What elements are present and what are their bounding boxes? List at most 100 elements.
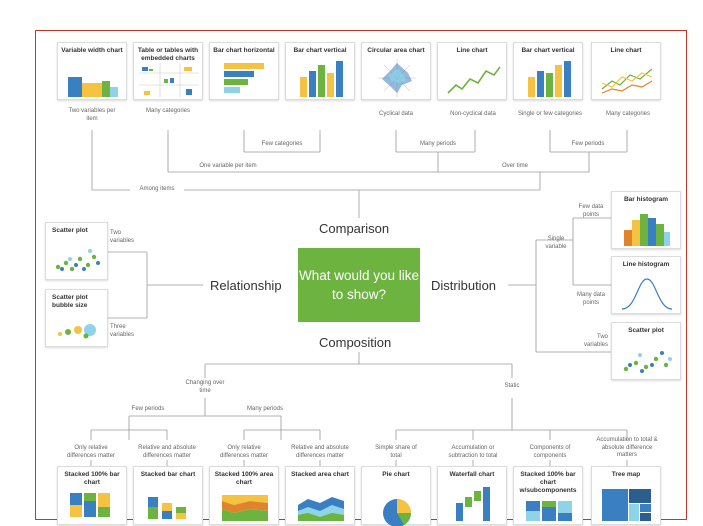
card-stacked-100-area-chart[interactable]: Stacked 100% area chart: [209, 466, 279, 525]
label-simple-share: Simple share of total: [375, 445, 417, 459]
card-title: Pie chart: [382, 471, 410, 478]
label-many-periods-bottom: Many periods: [240, 406, 290, 414]
card-stacked-bar-chart[interactable]: Stacked bar chart: [133, 466, 203, 525]
card-title: Bar chart horizontal: [213, 47, 275, 54]
stacked-bar-icon: [148, 497, 186, 519]
variable-width-chart-icon: [68, 77, 118, 97]
label-many-periods: Many periods: [408, 141, 468, 149]
label-accumulation-to-total: Accumulation to total & absolute differe…: [596, 437, 658, 458]
card-pie-chart[interactable]: Pie chart: [361, 466, 431, 526]
stacked-area-icon: [298, 497, 344, 521]
label-relative-and-absolute: Relative and absolute differences matter: [138, 445, 196, 459]
radar-chart-icon: [378, 59, 416, 97]
card-title: Stacked 100% bar chart w/subcomponents: [519, 471, 577, 494]
card-title: Bar histogram: [623, 196, 669, 203]
bubble-chart-icon: [58, 324, 96, 339]
scatter-plot-icon: [55, 249, 100, 272]
label-few-categories: Few categories: [252, 141, 312, 149]
label-accumulation-subtraction: Accumulation or subtraction to total: [448, 445, 498, 459]
card-bar-chart-vertical[interactable]: Bar chart vertical: [285, 42, 355, 100]
label-few-data-points: Few data points: [578, 204, 604, 218]
label-components-of-components: Components of components: [529, 445, 571, 459]
label-only-relative-differences-2: Only relative differences matter: [220, 445, 268, 459]
waterfall-chart-icon: [456, 487, 490, 521]
vertical-bar-icon: [528, 61, 571, 97]
label-relative-and-absolute-2: Relative and absolute differences matter: [291, 445, 349, 459]
card-circular-area-chart[interactable]: Circular area chart: [361, 42, 431, 100]
card-bar-chart-horizontal[interactable]: Bar chart horizontal: [209, 42, 279, 100]
card-title: Stacked 100% bar chart: [64, 471, 120, 486]
label-over-time: Over time: [490, 163, 540, 171]
card-stacked-100-bar-subcomponents[interactable]: Stacked 100% bar chart w/subcomponents: [513, 466, 583, 525]
card-title: Table or tables with embedded charts: [137, 47, 199, 62]
label-changing-over-time: Changing over time: [185, 380, 225, 395]
card-tree-map[interactable]: Tree map: [591, 466, 661, 525]
card-line-chart-2[interactable]: Line chart: [591, 42, 661, 100]
multi-line-chart-icon: [601, 68, 653, 94]
bar-histogram-icon: [624, 214, 670, 246]
card-bar-histogram[interactable]: Bar histogram: [611, 191, 681, 249]
label-static: Static: [498, 383, 526, 391]
horizontal-bar-icon: [224, 63, 264, 93]
label-single-variable: Single variable: [545, 236, 567, 250]
branch-relationship: Relationship: [210, 278, 282, 293]
label-few-periods-bottom: Few periods: [124, 406, 172, 414]
line-chart-icon: [447, 66, 501, 94]
line-histogram-icon: [621, 278, 673, 310]
tree-map-icon: [602, 489, 651, 521]
card-line-histogram[interactable]: Line histogram: [611, 256, 681, 314]
card-stacked-100-bar-chart[interactable]: Stacked 100% bar chart: [57, 466, 127, 525]
table-chart-icon: [139, 63, 199, 97]
card-scatter-plot[interactable]: Scatter plot: [45, 222, 108, 280]
card-waterfall-chart[interactable]: Waterfall chart: [437, 466, 507, 525]
center-question-text: What would you like to show?: [298, 268, 420, 302]
label-two-variables-right: Two variables: [583, 334, 608, 348]
label-many-categories: Many categories: [145, 108, 191, 114]
card-title: Stacked bar chart: [140, 471, 196, 478]
label-single-or-few-categories: Single or few categories: [517, 111, 583, 117]
card-title: Bar chart vertical: [293, 47, 347, 54]
card-title: Tree map: [611, 471, 641, 478]
vertical-bar-icon: [300, 61, 343, 97]
stacked-100-bar-icon: [70, 493, 110, 517]
card-title: Line histogram: [622, 261, 670, 268]
card-table-embedded-charts[interactable]: Table or tables with embedded charts: [133, 42, 203, 100]
card-title: Stacked area chart: [291, 471, 349, 478]
label-cyclical-data: Cyclical data: [378, 111, 413, 117]
label-two-variables: Two variables: [110, 230, 135, 244]
card-line-chart[interactable]: Line chart: [437, 42, 507, 100]
label-only-relative-differences: Only relative differences matter: [67, 445, 115, 459]
label-many-categories-2: Many categories: [605, 111, 651, 117]
label-three-variables: Three variables: [110, 324, 135, 338]
card-title: Line chart: [456, 47, 488, 54]
label-among-items: Among items: [130, 186, 184, 194]
stacked-subcomponents-icon: [526, 501, 572, 521]
label-one-variable-per-item: One variable per item: [186, 163, 270, 171]
card-title: Scatter plot bubble size: [52, 294, 88, 309]
card-title: Waterfall chart: [449, 471, 495, 478]
card-title: Variable width chart: [61, 47, 123, 54]
branch-comparison: Comparison: [319, 221, 390, 236]
center-question: What would you like to show?: [298, 248, 420, 322]
scatter-plot-icon: [623, 351, 672, 373]
card-title: Stacked 100% area chart: [214, 471, 274, 486]
card-title: Line chart: [610, 47, 642, 54]
card-title: Scatter plot: [628, 327, 664, 334]
card-title: Scatter plot: [52, 227, 88, 234]
stacked-100-area-icon: [222, 495, 268, 521]
branch-composition: Composition: [319, 335, 392, 350]
card-bar-chart-vertical-2[interactable]: Bar chart vertical: [513, 42, 583, 100]
card-title: Bar chart vertical: [521, 47, 575, 54]
label-non-cyclical-data: Non-cyclical data: [450, 111, 496, 117]
card-scatter-plot-right[interactable]: Scatter plot: [611, 322, 681, 380]
card-scatter-plot-bubble-size[interactable]: Scatter plot bubble size: [45, 289, 108, 347]
label-two-variables-per-item: Two variables per item: [68, 108, 116, 122]
card-variable-width-chart[interactable]: Variable width chart: [57, 42, 127, 100]
branch-distribution: Distribution: [431, 278, 497, 293]
card-title: Circular area chart: [367, 47, 425, 54]
pie-chart-icon: [383, 499, 411, 526]
label-many-data-points: Many data points: [576, 292, 606, 306]
card-stacked-area-chart[interactable]: Stacked area chart: [285, 466, 355, 525]
